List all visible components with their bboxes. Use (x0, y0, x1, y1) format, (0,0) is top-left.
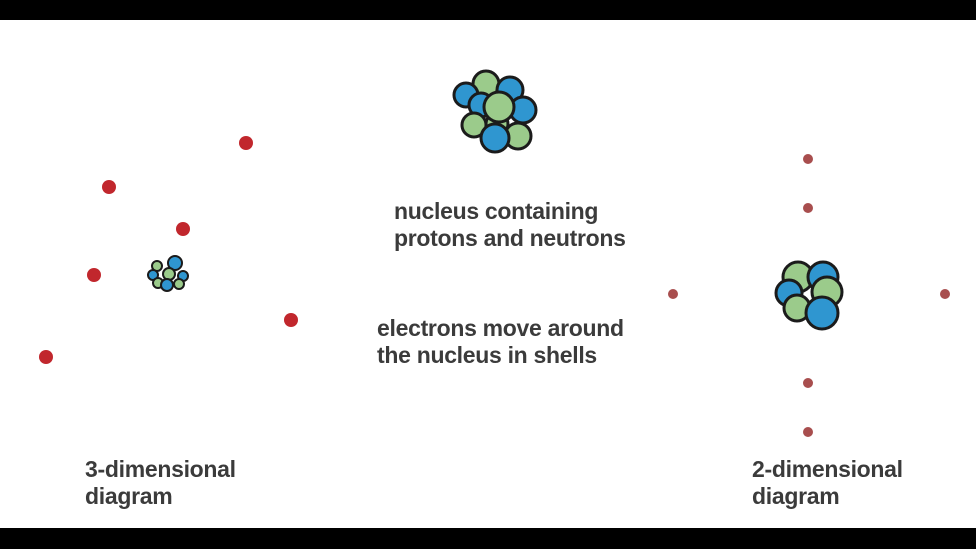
nucleus-particle-blue (160, 278, 174, 292)
label-3d-line2: diagram (85, 483, 173, 509)
nucleus-particle-green (162, 267, 176, 281)
label-3d-line1: 3-dimensional (85, 456, 236, 482)
electron-dot (803, 154, 813, 164)
electron-dot (803, 203, 813, 213)
electron-dot (803, 378, 813, 388)
letterbox-top-bar (0, 0, 976, 20)
nucleus-particle-blue (804, 295, 840, 331)
nucleus-particle-green (173, 278, 185, 290)
nucleus-particle-blue (167, 255, 183, 271)
label-2d-line2: diagram (752, 483, 840, 509)
electron-dot (87, 268, 101, 282)
electron-dot (239, 136, 253, 150)
label-2d-line1: 2-dimensional (752, 456, 903, 482)
electron-dot (803, 427, 813, 437)
nucleus-caption-line1: nucleus containing (394, 198, 599, 224)
nucleus-particle-blue (479, 122, 511, 154)
nucleus-particle-green (482, 90, 516, 124)
label-2d-diagram: 2-dimensional diagram (752, 456, 903, 510)
electron-dot (176, 222, 190, 236)
electron-dot (102, 180, 116, 194)
electron-dot (668, 289, 678, 299)
electron-dot (284, 313, 298, 327)
electron-dot (39, 350, 53, 364)
electrons-caption-line2: the nucleus in shells (377, 342, 597, 368)
nucleus-caption: nucleus containing protons and neutrons (394, 198, 626, 252)
nucleus-caption-line2: protons and neutrons (394, 225, 626, 251)
electron-dot (940, 289, 950, 299)
electrons-caption: electrons move around the nucleus in she… (377, 315, 624, 369)
label-3d-diagram: 3-dimensional diagram (85, 456, 236, 510)
letterbox-bottom-bar (0, 528, 976, 549)
electrons-caption-line1: electrons move around (377, 315, 624, 341)
